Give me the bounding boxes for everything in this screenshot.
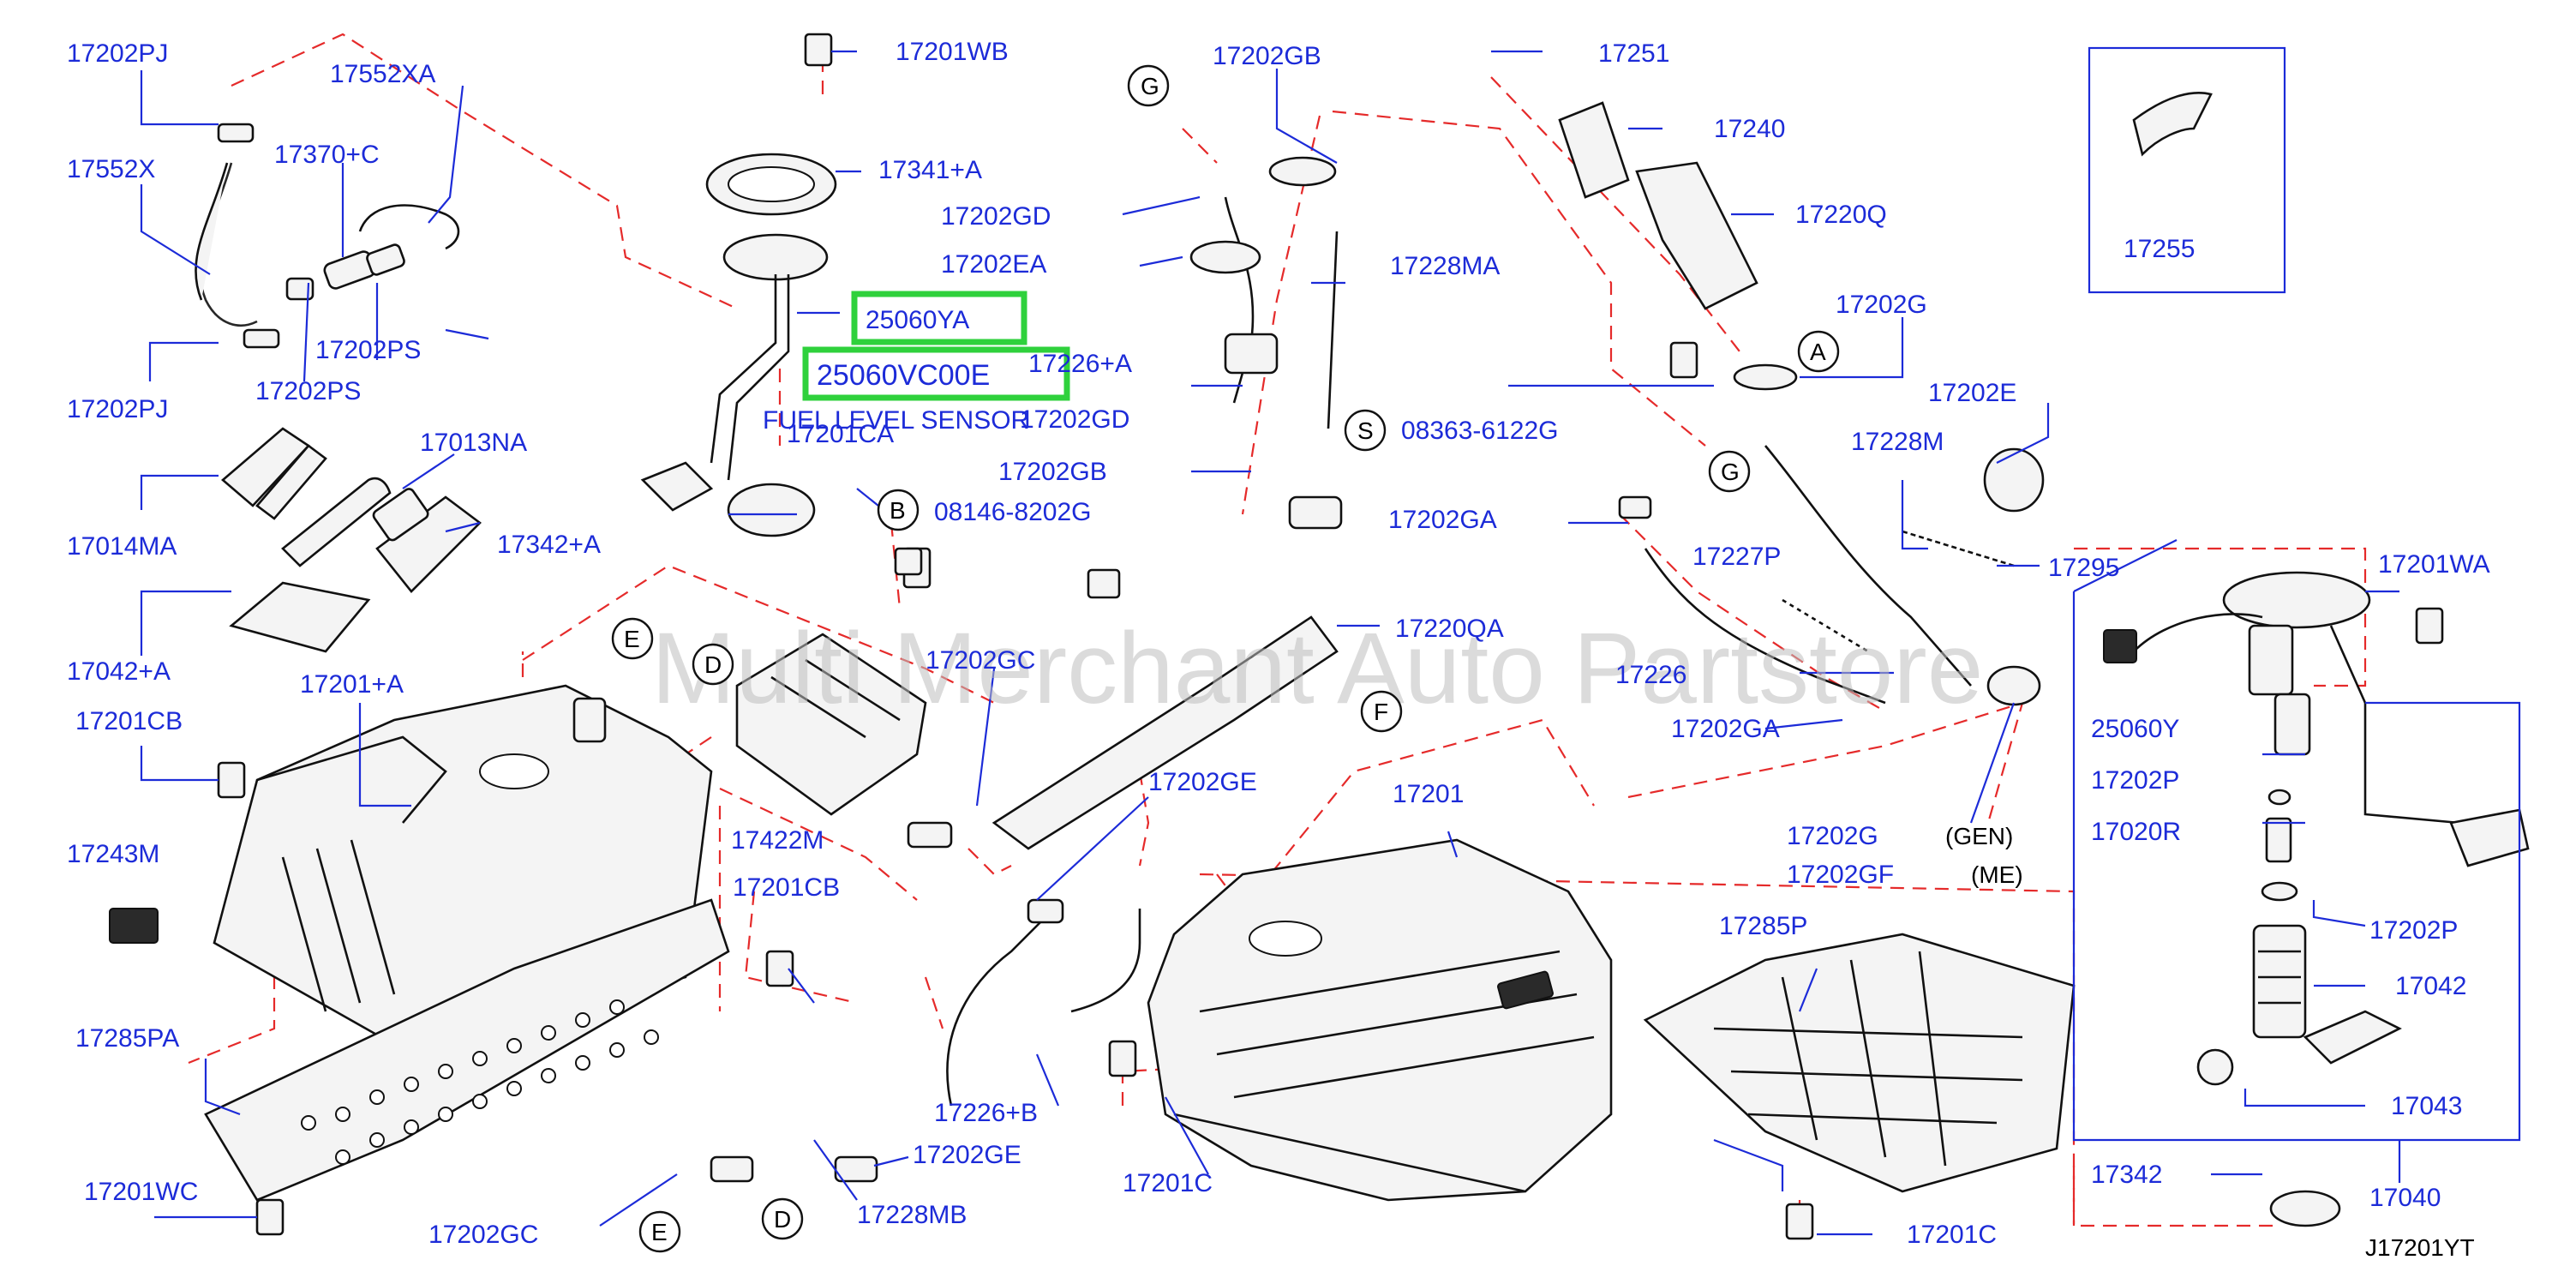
label-17552XA: 17552XA: [330, 60, 435, 88]
label-17202PJ-bot: 17202PJ: [67, 395, 168, 423]
ref-G-top: G: [1141, 73, 1159, 99]
label-17202PS-b: 17202PS: [255, 377, 361, 405]
plate-holes-left: [301, 999, 659, 1165]
label-17240: 17240: [1714, 115, 1785, 143]
label-25060VC00E: 25060VC00E: [817, 359, 990, 392]
label-me: (ME): [1971, 861, 2023, 888]
label-08146-8202G: 08146-8202G: [934, 498, 1092, 526]
label-17202PS-a: 17202PS: [315, 336, 421, 364]
label-17201WC: 17201WC: [84, 1178, 198, 1206]
fuel-level-sensor-text: FUEL LEVEL SENSOR: [763, 406, 1029, 435]
ref-S: S: [1357, 417, 1374, 444]
ref-G-mid: G: [1721, 459, 1740, 485]
highlight-box-25060VC00E: [802, 346, 1070, 401]
label-25060YA: 25060YA: [866, 306, 969, 334]
label-17201A: 17201+A: [300, 670, 404, 699]
label-17043: 17043: [2391, 1092, 2462, 1120]
label-17202GA-b: 17202GA: [1671, 715, 1780, 743]
label-17220Q: 17220Q: [1795, 201, 1887, 229]
label-17201: 17201: [1393, 780, 1464, 808]
ref-B: B: [890, 497, 906, 524]
ref-F: F: [1374, 699, 1388, 725]
label-17370C: 17370+C: [274, 141, 380, 169]
diagram-code: J17201YT: [2365, 1234, 2475, 1261]
label-17220QA: 17220QA: [1395, 615, 1504, 643]
label-17202GB-mid: 17202GB: [998, 458, 1107, 486]
label-17226B: 17226+B: [934, 1099, 1038, 1127]
label-17201C-a: 17201C: [1123, 1169, 1213, 1197]
label-17255: 17255: [2124, 235, 2195, 263]
label-17228MA: 17228MA: [1390, 252, 1500, 280]
label-17042: 17042: [2395, 972, 2466, 1000]
label-17202EA: 17202EA: [941, 250, 1046, 279]
label-17202GE-b: 17202GE: [913, 1141, 1021, 1169]
label-17285P: 17285P: [1719, 912, 1807, 940]
label-17201C-b: 17201C: [1907, 1221, 1997, 1249]
label-17202GD-b: 17202GD: [1020, 405, 1129, 434]
ref-D-top: D: [704, 651, 722, 678]
label-17202GF: 17202GF: [1787, 861, 1894, 889]
ref-E-top: E: [624, 626, 640, 652]
label-17341A: 17341+A: [878, 156, 982, 184]
label-17227P: 17227P: [1692, 543, 1781, 571]
label-17202GE-a: 17202GE: [1148, 768, 1257, 796]
part-drawings: [109, 33, 2530, 1240]
label-17201CB-b: 17201CB: [733, 873, 840, 902]
label-17552X: 17552X: [67, 155, 155, 183]
label-17342A: 17342+A: [497, 531, 601, 559]
label-17295: 17295: [2048, 554, 2119, 582]
label-17201WA: 17201WA: [2378, 550, 2490, 579]
label-17201CB-a: 17201CB: [75, 707, 183, 735]
label-17422M: 17422M: [731, 826, 824, 855]
highlight-box-25060YA: [851, 291, 1027, 345]
label-17202GC-bot: 17202GC: [428, 1221, 538, 1249]
label-17202GA-a: 17202GA: [1388, 506, 1497, 534]
label-17020R: 17020R: [2091, 818, 2181, 846]
label-17040: 17040: [2369, 1184, 2441, 1212]
label-17042A: 17042+A: [67, 657, 171, 686]
label-08363-6122G: 08363-6122G: [1401, 417, 1559, 445]
label-17251: 17251: [1598, 39, 1669, 68]
label-17202E: 17202E: [1928, 379, 2016, 407]
watermark: Multi Merchant Auto Partstore: [651, 612, 1983, 725]
label-17202GC-mid: 17202GC: [926, 646, 1035, 675]
label-17226: 17226: [1615, 661, 1686, 689]
leader-lines: [140, 50, 2521, 1236]
label-17285PA: 17285PA: [75, 1024, 179, 1053]
label-17014MA: 17014MA: [67, 532, 177, 561]
label-17228M: 17228M: [1851, 428, 1944, 456]
label-17202G-b: 17202G: [1787, 822, 1878, 850]
label-25060Y: 25060Y: [2091, 715, 2179, 743]
ref-D-bot: D: [774, 1206, 791, 1233]
label-17342: 17342: [2091, 1161, 2162, 1189]
label-17202G-a: 17202G: [1836, 291, 1927, 319]
label-17243M: 17243M: [67, 840, 159, 868]
ref-E-bot: E: [651, 1219, 668, 1245]
label-17201WB: 17201WB: [896, 38, 1009, 66]
label-17201CA: 17201CA: [787, 420, 894, 448]
label-17226A: 17226+A: [1028, 350, 1132, 378]
label-17228MB: 17228MB: [857, 1201, 967, 1229]
ref-A: A: [1810, 339, 1826, 365]
label-17202GB-top: 17202GB: [1213, 42, 1321, 70]
label-gen: (GEN): [1945, 823, 2013, 849]
part-labels: 17202PJ 17552XA 17552X 17370+C 17202PS 1…: [67, 38, 2490, 1261]
label-17202P-a: 17202P: [2091, 766, 2179, 795]
label-17202PJ-top: 17202PJ: [67, 39, 168, 68]
label-17202P-b: 17202P: [2369, 916, 2458, 945]
reference-markers: G A G S B E D F D E: [611, 64, 1840, 1253]
label-17013NA: 17013NA: [420, 429, 527, 457]
inset-box-17255: [2088, 46, 2286, 294]
label-17202GD-a: 17202GD: [941, 202, 1051, 231]
